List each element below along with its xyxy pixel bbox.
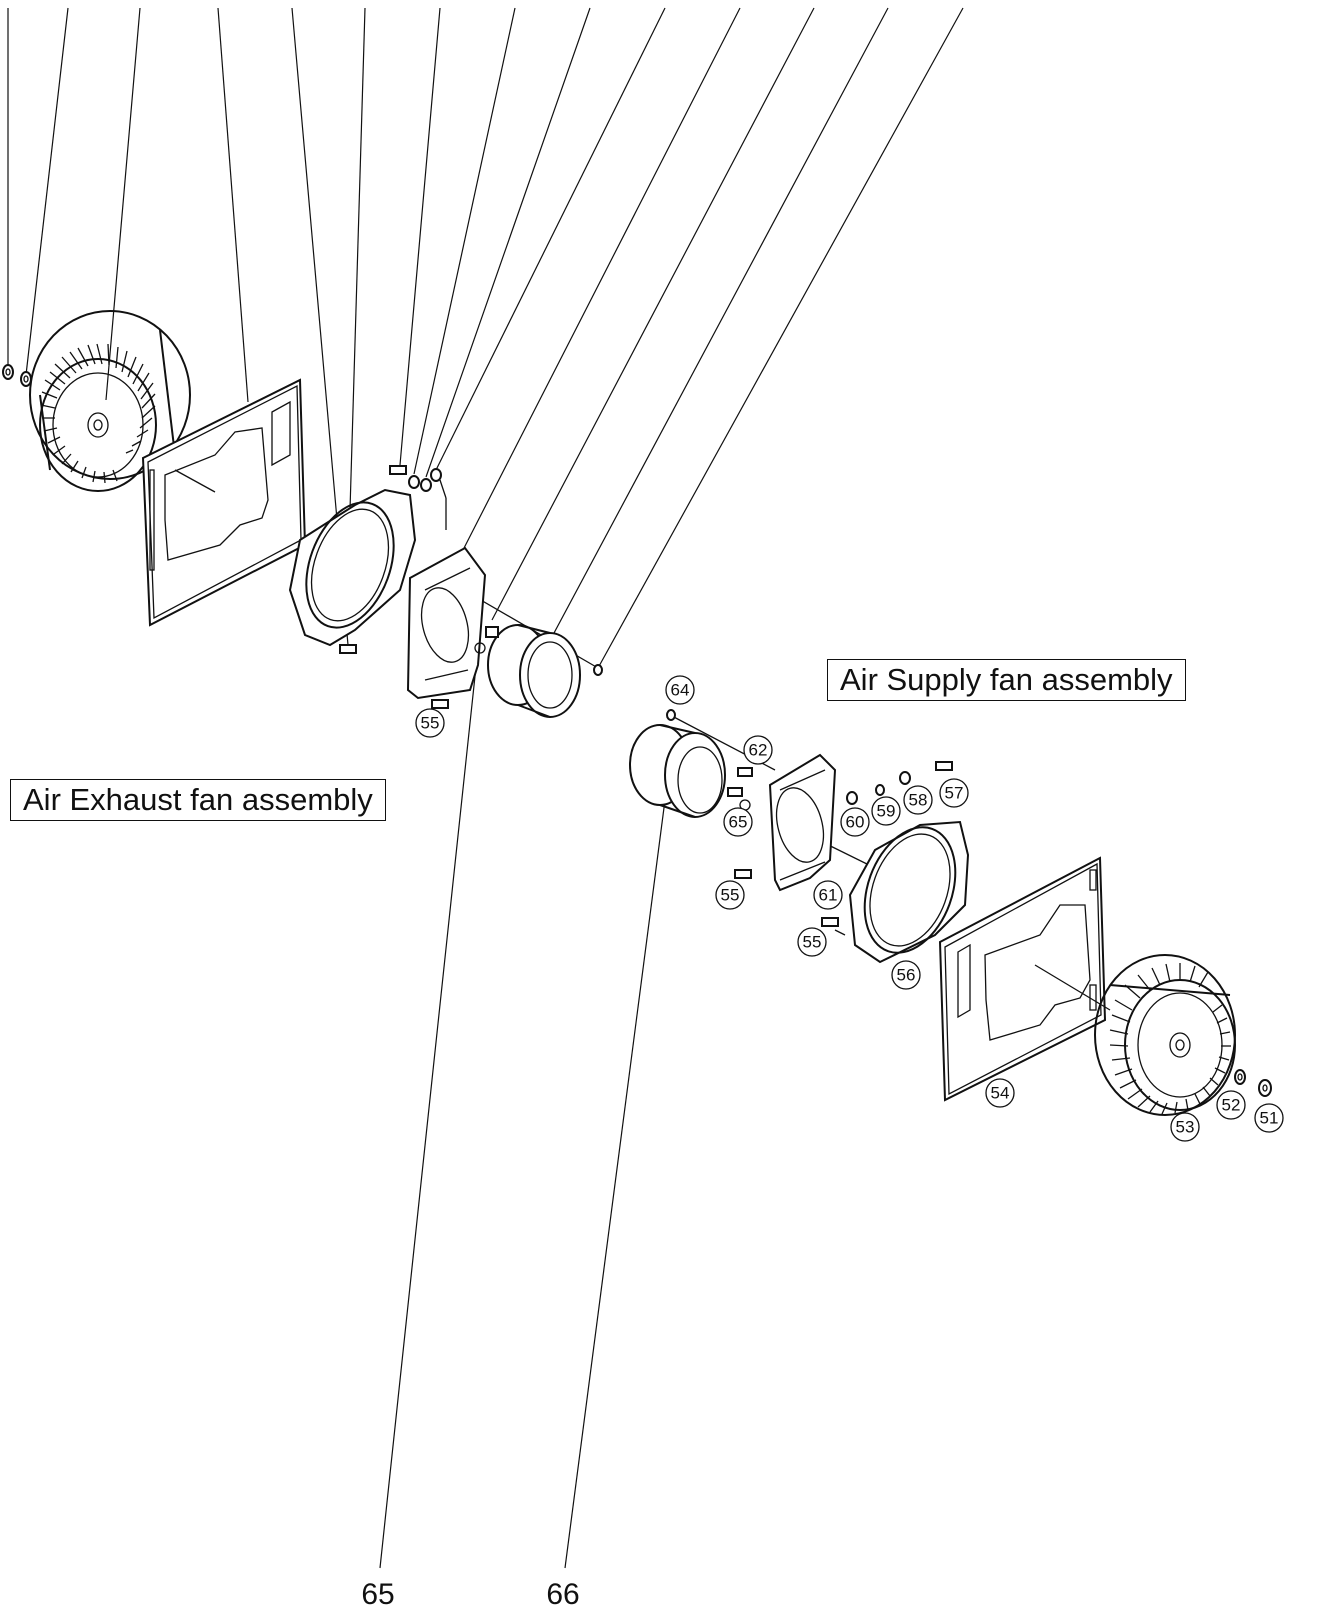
callout: 60 xyxy=(840,807,870,837)
supply-side-panel xyxy=(938,856,1111,1102)
callout: 54 xyxy=(985,1078,1015,1108)
air-supply-label: Air Supply fan assembly xyxy=(827,659,1186,701)
exhaust-screws xyxy=(339,465,449,709)
supply-nut xyxy=(1258,1079,1272,1097)
exhaust-nut xyxy=(2,364,14,380)
callout: 53 xyxy=(1170,1112,1200,1142)
callout: 57 xyxy=(939,778,969,808)
svg-text:65: 65 xyxy=(729,813,748,832)
supply-ring-plate xyxy=(848,820,970,964)
svg-text:60: 60 xyxy=(846,813,865,832)
exhaust-fan-wheel xyxy=(29,310,191,492)
callout: 55 xyxy=(415,708,445,738)
callout: 64 xyxy=(665,675,695,705)
svg-text:52: 52 xyxy=(1222,1096,1241,1115)
exhaust-motor xyxy=(474,624,603,718)
svg-text:57: 57 xyxy=(945,784,964,803)
callout: 52 xyxy=(1216,1090,1246,1120)
supply-screws xyxy=(734,761,953,927)
supply-motor-bracket xyxy=(768,753,837,892)
svg-text:58: 58 xyxy=(909,791,928,810)
exhaust-motor-bracket xyxy=(406,546,487,700)
svg-text:54: 54 xyxy=(991,1084,1010,1103)
callout: 58 xyxy=(903,785,933,815)
callout: 61 xyxy=(813,880,843,910)
svg-text:55: 55 xyxy=(803,933,822,952)
svg-text:55: 55 xyxy=(421,714,440,733)
callout: 56 xyxy=(891,960,921,990)
svg-text:62: 62 xyxy=(749,741,768,760)
air-exhaust-label: Air Exhaust fan assembly xyxy=(10,779,386,821)
supply-fan-wheel xyxy=(1094,954,1236,1116)
callout: 51 xyxy=(1254,1103,1284,1133)
svg-text:64: 64 xyxy=(671,681,690,700)
supply-washer xyxy=(1234,1069,1246,1085)
svg-text:56: 56 xyxy=(897,966,916,985)
svg-text:51: 51 xyxy=(1260,1109,1279,1128)
callout: 59 xyxy=(871,796,901,826)
part-callouts: 55 64 62 65 60 59 58 57 55 61 55 56 54 5… xyxy=(415,675,1284,1142)
callout: 55 xyxy=(715,880,745,910)
svg-text:55: 55 xyxy=(721,886,740,905)
bottom-label-65: 65 xyxy=(361,1578,394,1611)
svg-text:53: 53 xyxy=(1176,1118,1195,1137)
leader-lines xyxy=(7,7,964,1569)
exhaust-washer xyxy=(20,371,32,387)
bottom-label-66: 66 xyxy=(546,1578,579,1611)
svg-text:61: 61 xyxy=(819,886,838,905)
callout: 62 xyxy=(743,735,773,765)
exhaust-side-panel xyxy=(141,378,307,627)
callout: 55 xyxy=(797,927,827,957)
exhaust-ring-plate xyxy=(288,488,417,647)
callout: 65 xyxy=(723,807,753,837)
svg-text:59: 59 xyxy=(877,802,896,821)
supply-motor xyxy=(629,709,753,818)
